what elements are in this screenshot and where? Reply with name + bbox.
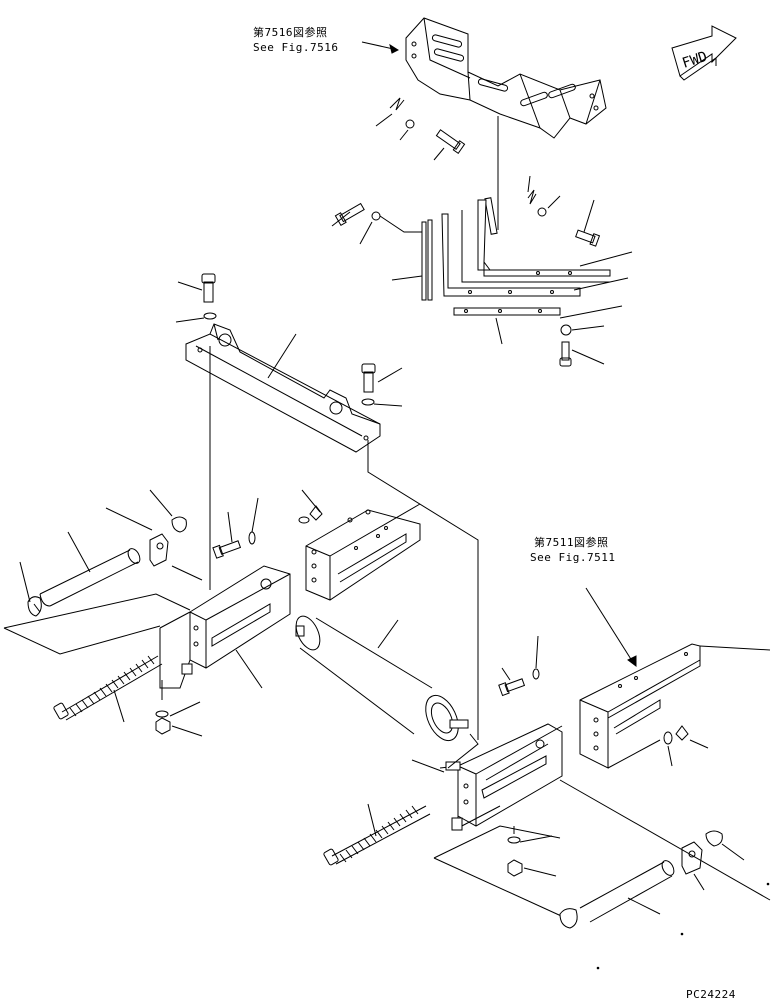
left-clamp-u — [171, 516, 187, 533]
l-plate-inner — [477, 199, 611, 277]
washer-3 — [560, 324, 572, 336]
washer-8 — [248, 531, 256, 545]
figure-code: PC24224 — [686, 988, 736, 1001]
left-pipe-clamp — [27, 596, 42, 617]
left-frame-channel — [305, 503, 421, 601]
left-clamp-bracket — [149, 533, 169, 567]
bolt-6 — [361, 363, 376, 393]
left-guard-pipe — [39, 548, 141, 607]
right-threaded-rod — [323, 805, 431, 866]
washer-7 — [155, 710, 169, 718]
washer-11 — [532, 668, 540, 680]
cotter-pin — [389, 97, 405, 111]
left-takeup-frame — [159, 565, 291, 689]
washer-4 — [371, 211, 381, 221]
bolt-5 — [201, 273, 216, 303]
nut — [155, 717, 171, 735]
pin — [484, 197, 498, 235]
flat-bar — [453, 307, 561, 316]
washer-10 — [507, 836, 521, 844]
bolt-4 — [334, 202, 365, 227]
right-main-frame — [579, 643, 771, 769]
washer-5 — [203, 312, 217, 320]
washer-6 — [361, 398, 375, 406]
bolt-3 — [559, 341, 572, 367]
right-guard-pipe — [579, 860, 675, 923]
washer-9 — [298, 516, 310, 524]
ref-arrow-7511 — [585, 587, 635, 665]
fwd-arrow-icon: FWD — [671, 25, 737, 81]
nut-2 — [309, 505, 323, 521]
nut-4 — [675, 725, 689, 741]
bolt-8 — [498, 678, 526, 697]
idler-roller — [295, 615, 469, 742]
cotter-pin-2 — [527, 189, 537, 205]
washer-12 — [663, 731, 673, 745]
right-clamp-u — [705, 830, 723, 847]
bolt-2 — [575, 229, 601, 247]
ref-label-7516-en: See Fig.7516 — [253, 41, 339, 54]
shim — [421, 221, 427, 301]
right-takeup-frame — [439, 723, 563, 831]
l-plate-outer — [441, 210, 610, 297]
washer-2 — [537, 207, 547, 217]
cross-bracket — [185, 323, 381, 453]
ref-label-7511-jp: 第7511図参照 — [534, 536, 609, 549]
ref-label-7511-en: See Fig.7511 — [530, 551, 616, 564]
right-clamp-bracket — [681, 841, 703, 875]
fwd-label: FWD — [680, 49, 709, 72]
bolt-7 — [212, 540, 242, 559]
washer — [405, 119, 415, 129]
bolt — [435, 129, 466, 154]
ref-label-7516-jp: 第7516図参照 — [253, 26, 328, 39]
top-mounting-bracket — [405, 17, 607, 139]
left-threaded-rod — [53, 655, 163, 721]
right-pipe-clamp — [559, 908, 578, 929]
nut-3 — [507, 859, 523, 877]
